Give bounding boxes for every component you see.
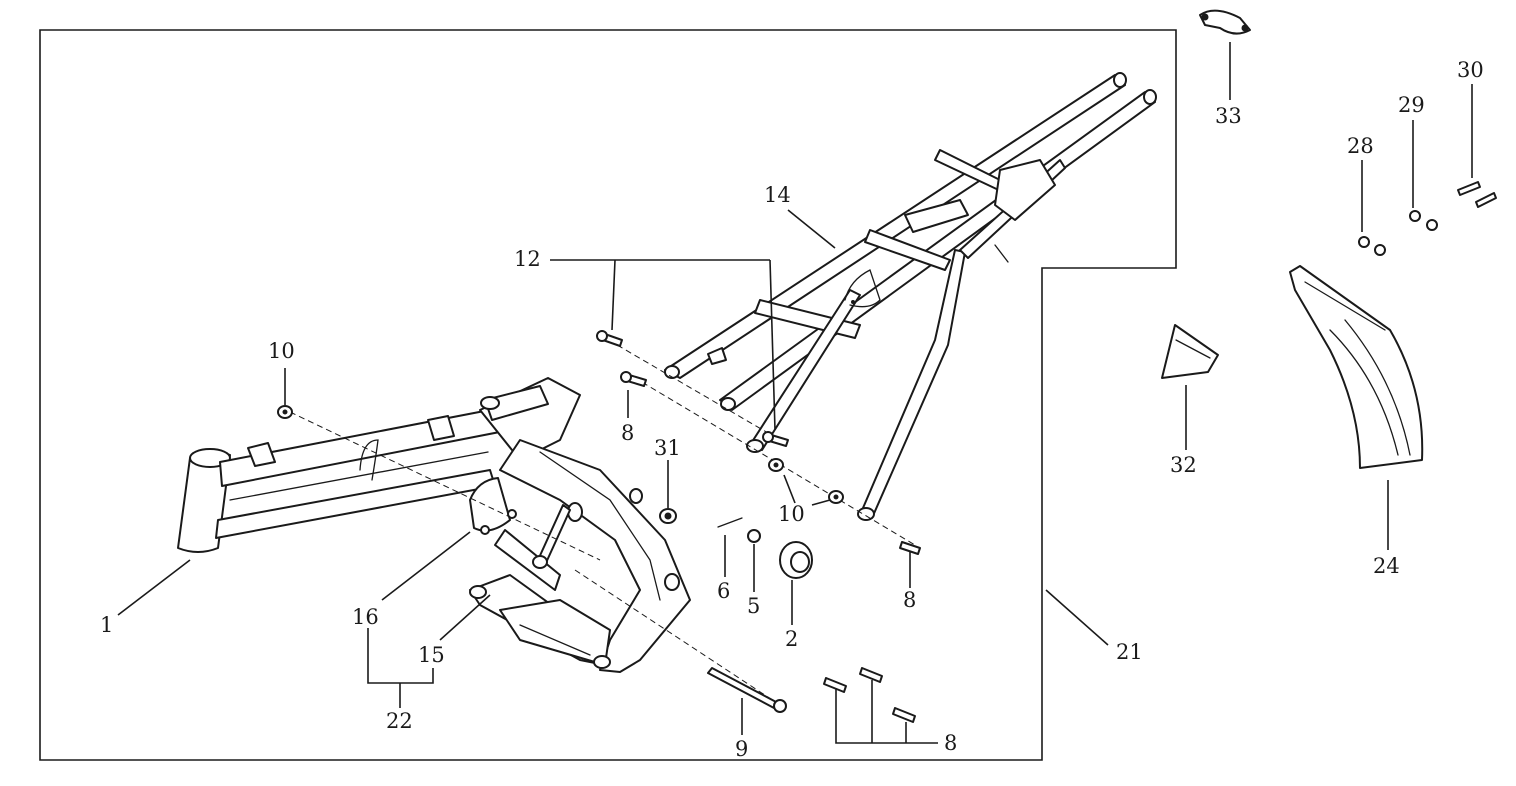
leader-lines bbox=[117, 42, 1473, 744]
hardware bbox=[277, 330, 921, 723]
assembly-boundary bbox=[39, 29, 1177, 761]
label-part-14: 14 bbox=[764, 183, 791, 207]
loose-parts bbox=[1161, 9, 1497, 469]
label-part-32: 32 bbox=[1170, 453, 1197, 477]
label-part-8-upper: 8 bbox=[621, 421, 634, 445]
label-part-1: 1 bbox=[100, 613, 113, 637]
part-labels: 1 10 12 14 8 31 10 6 5 2 8 16 15 22 9 8 … bbox=[100, 58, 1484, 761]
label-part-10-mid: 10 bbox=[778, 502, 805, 526]
label-part-2: 2 bbox=[785, 627, 798, 651]
label-part-12: 12 bbox=[514, 247, 541, 271]
label-part-24: 24 bbox=[1373, 554, 1400, 578]
label-part-31: 31 bbox=[654, 436, 681, 460]
main-frame bbox=[177, 377, 691, 673]
label-part-28: 28 bbox=[1347, 134, 1374, 158]
label-part-5: 5 bbox=[747, 594, 760, 618]
label-part-9: 9 bbox=[735, 737, 748, 761]
rear-subframe bbox=[664, 72, 1157, 521]
label-part-15: 15 bbox=[418, 643, 445, 667]
label-part-8-right: 8 bbox=[903, 588, 916, 612]
label-part-10-top: 10 bbox=[268, 339, 295, 363]
label-part-33: 33 bbox=[1215, 104, 1242, 128]
label-part-21: 21 bbox=[1116, 640, 1143, 664]
label-part-22: 22 bbox=[386, 709, 413, 733]
label-part-16: 16 bbox=[352, 605, 379, 629]
label-part-29: 29 bbox=[1398, 93, 1425, 117]
label-part-8-bottom: 8 bbox=[944, 731, 957, 755]
label-part-30: 30 bbox=[1457, 58, 1484, 82]
alignment-lines bbox=[289, 334, 916, 706]
label-part-6: 6 bbox=[717, 579, 730, 603]
